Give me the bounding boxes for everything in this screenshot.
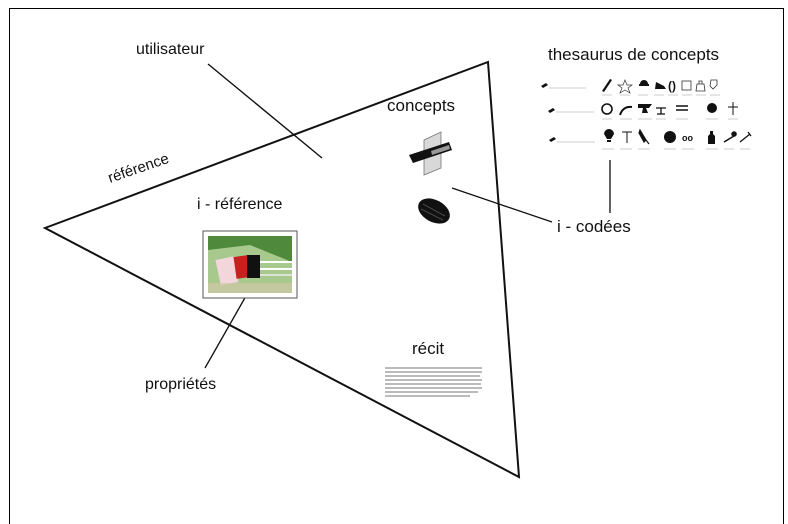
bars-icon xyxy=(676,105,688,111)
thesaurus-title: thesaurus de concepts xyxy=(548,45,719,64)
ball-icon xyxy=(707,103,717,113)
pen-icon xyxy=(602,79,612,92)
star-icon xyxy=(616,79,634,94)
box-icon xyxy=(681,80,692,91)
reference-triangle xyxy=(42,60,521,479)
diagram-frame xyxy=(9,8,784,524)
anvil-icon xyxy=(638,104,652,113)
thesaurus-row-1: () xyxy=(541,79,720,96)
thesaurus-row-3: oo xyxy=(549,128,752,150)
eye-icon: oo xyxy=(682,133,693,143)
row-marker-icon xyxy=(549,137,556,142)
bag-icon xyxy=(695,80,706,92)
utilisateur-pointer xyxy=(207,63,323,159)
concept-card-icon xyxy=(409,131,452,176)
coded-object-icon xyxy=(418,198,450,224)
stand-icon xyxy=(656,107,666,115)
tag-icon xyxy=(709,79,718,90)
row-marker-icon xyxy=(548,108,555,113)
recit-text-block xyxy=(385,367,482,397)
shoe-icon xyxy=(655,82,666,89)
i-reference-label: i - référence xyxy=(197,196,282,213)
i-codees-pointer xyxy=(451,187,553,223)
circle-icon xyxy=(664,131,676,143)
ring-icon xyxy=(601,103,613,115)
proprietes-label: propriétés xyxy=(145,376,216,393)
proprietes-pointer xyxy=(204,295,247,369)
reference-photo xyxy=(202,230,298,299)
i-codees-label: i - codées xyxy=(557,217,631,236)
hat-icon xyxy=(639,80,649,86)
bridge-icon xyxy=(622,131,632,143)
fork-icon xyxy=(739,131,752,143)
utilisateur-label: utilisateur xyxy=(136,41,205,58)
hook-icon xyxy=(619,105,633,116)
brush-icon xyxy=(638,128,650,145)
bottle-icon xyxy=(708,131,715,144)
row-marker-icon xyxy=(541,83,548,88)
cross-icon xyxy=(728,102,738,115)
spoon-icon xyxy=(723,131,737,143)
paren-icon: () xyxy=(668,79,676,93)
concepts-label: concepts xyxy=(387,96,455,115)
reference-label: référence xyxy=(106,150,171,187)
recit-label: récit xyxy=(412,339,444,358)
thesaurus-grid: () xyxy=(541,79,752,150)
lamp-icon xyxy=(604,129,614,142)
thesaurus-row-2 xyxy=(548,102,738,120)
